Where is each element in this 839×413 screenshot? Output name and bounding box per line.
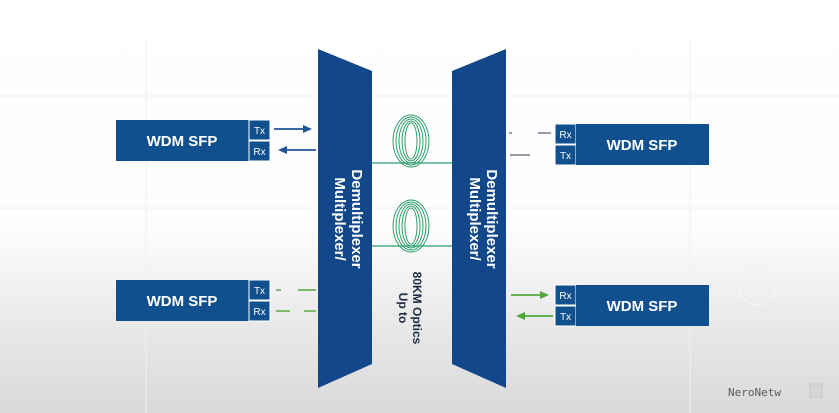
sfp-top-right-tx: Tx: [560, 151, 571, 162]
sfp-top-right-label: WDM SFP: [607, 137, 678, 154]
arrow-top-left-tx: [274, 125, 312, 133]
mux-left: Multiplexer/ Demultiplexer: [318, 49, 372, 388]
sfp-bottom-left-rx: Rx: [253, 307, 265, 318]
sfp-top-left-label: WDM SFP: [147, 133, 218, 150]
link-top-right: [509, 132, 551, 156]
sfp-bottom-right-tx: Tx: [560, 312, 571, 323]
watermark: NeroNetw: [728, 383, 823, 399]
optics-label-line1: Up to: [396, 293, 410, 324]
optics-label-line2: 80KM Optics: [410, 272, 424, 345]
close-icon[interactable]: [738, 268, 776, 306]
fiber-spool-top: [392, 114, 430, 168]
optics-label: Up to 80KM Optics: [396, 272, 424, 345]
mux-right: Multiplexer/ Demultiplexer: [452, 49, 506, 388]
arrow-bottom-right-rx: [511, 291, 549, 299]
sfp-bottom-left-tx: Tx: [254, 286, 265, 297]
sfp-bottom-left-label: WDM SFP: [147, 293, 218, 310]
sfp-bottom-right: Rx Tx WDM SFP: [554, 284, 709, 327]
watermark-text: NeroNetw: [728, 386, 781, 399]
sfp-bottom-right-rx: Rx: [559, 291, 571, 302]
background-faint-lines: [0, 40, 839, 413]
mux-left-label-line1: Multiplexer/: [331, 177, 348, 261]
arrow-bottom-right-tx: [516, 312, 553, 320]
arrow-top-left-rx: [278, 146, 316, 154]
sfp-top-right-rx: Rx: [559, 130, 571, 141]
sfp-top-right: Rx Tx WDM SFP: [554, 123, 709, 166]
mux-right-label-line1: Multiplexer/: [466, 177, 483, 261]
link-bottom-left: [276, 289, 316, 312]
mux-right-label-line2: Demultiplexer: [483, 169, 500, 268]
sfp-top-left: WDM SFP Tx Rx: [116, 119, 271, 162]
mux-left-label-line2: Demultiplexer: [348, 169, 365, 268]
sfp-bottom-right-label: WDM SFP: [607, 298, 678, 315]
sfp-bottom-left: WDM SFP Tx Rx: [116, 279, 271, 322]
sfp-top-left-rx: Rx: [253, 147, 265, 158]
fiber-spool-bottom: [392, 199, 430, 253]
sfp-top-left-tx: Tx: [254, 126, 265, 137]
